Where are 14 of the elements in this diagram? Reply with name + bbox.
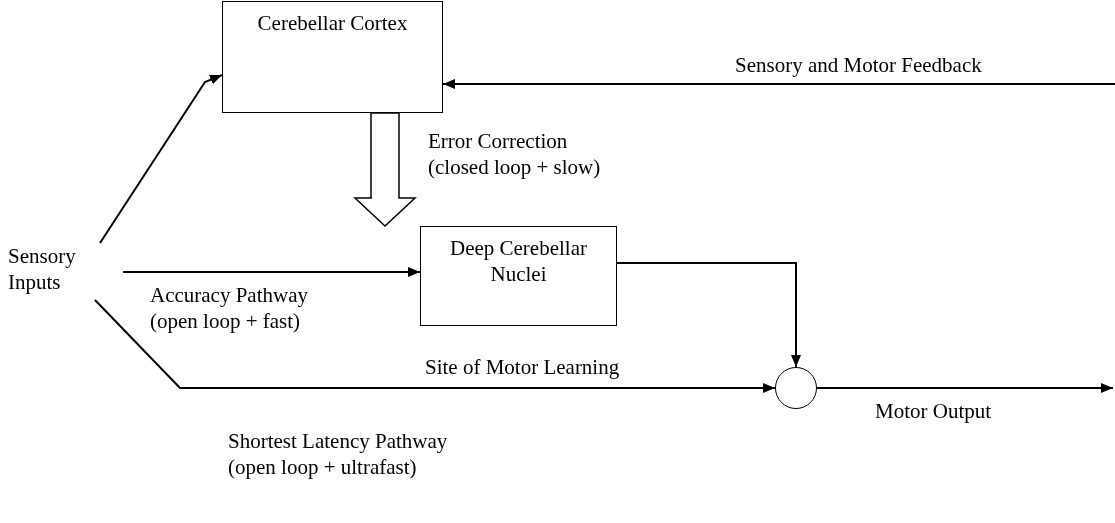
hollow-arrow bbox=[353, 112, 417, 228]
process-box bbox=[222, 1, 443, 113]
node-label: Deep Cerebellar Nuclei bbox=[449, 235, 588, 288]
arrow bbox=[94, 299, 776, 393]
process-box bbox=[420, 226, 617, 326]
node-label: Cerebellar Cortex bbox=[257, 10, 408, 37]
arrow bbox=[816, 383, 1114, 393]
node-caption: Site of Motor Learning bbox=[425, 355, 620, 380]
node-label: Sensory Inputs bbox=[8, 243, 77, 296]
arrow bbox=[99, 74, 223, 244]
summing-junction-circle bbox=[775, 367, 817, 409]
arrow bbox=[122, 267, 421, 277]
arrow bbox=[442, 79, 1115, 89]
arrow bbox=[616, 262, 801, 368]
